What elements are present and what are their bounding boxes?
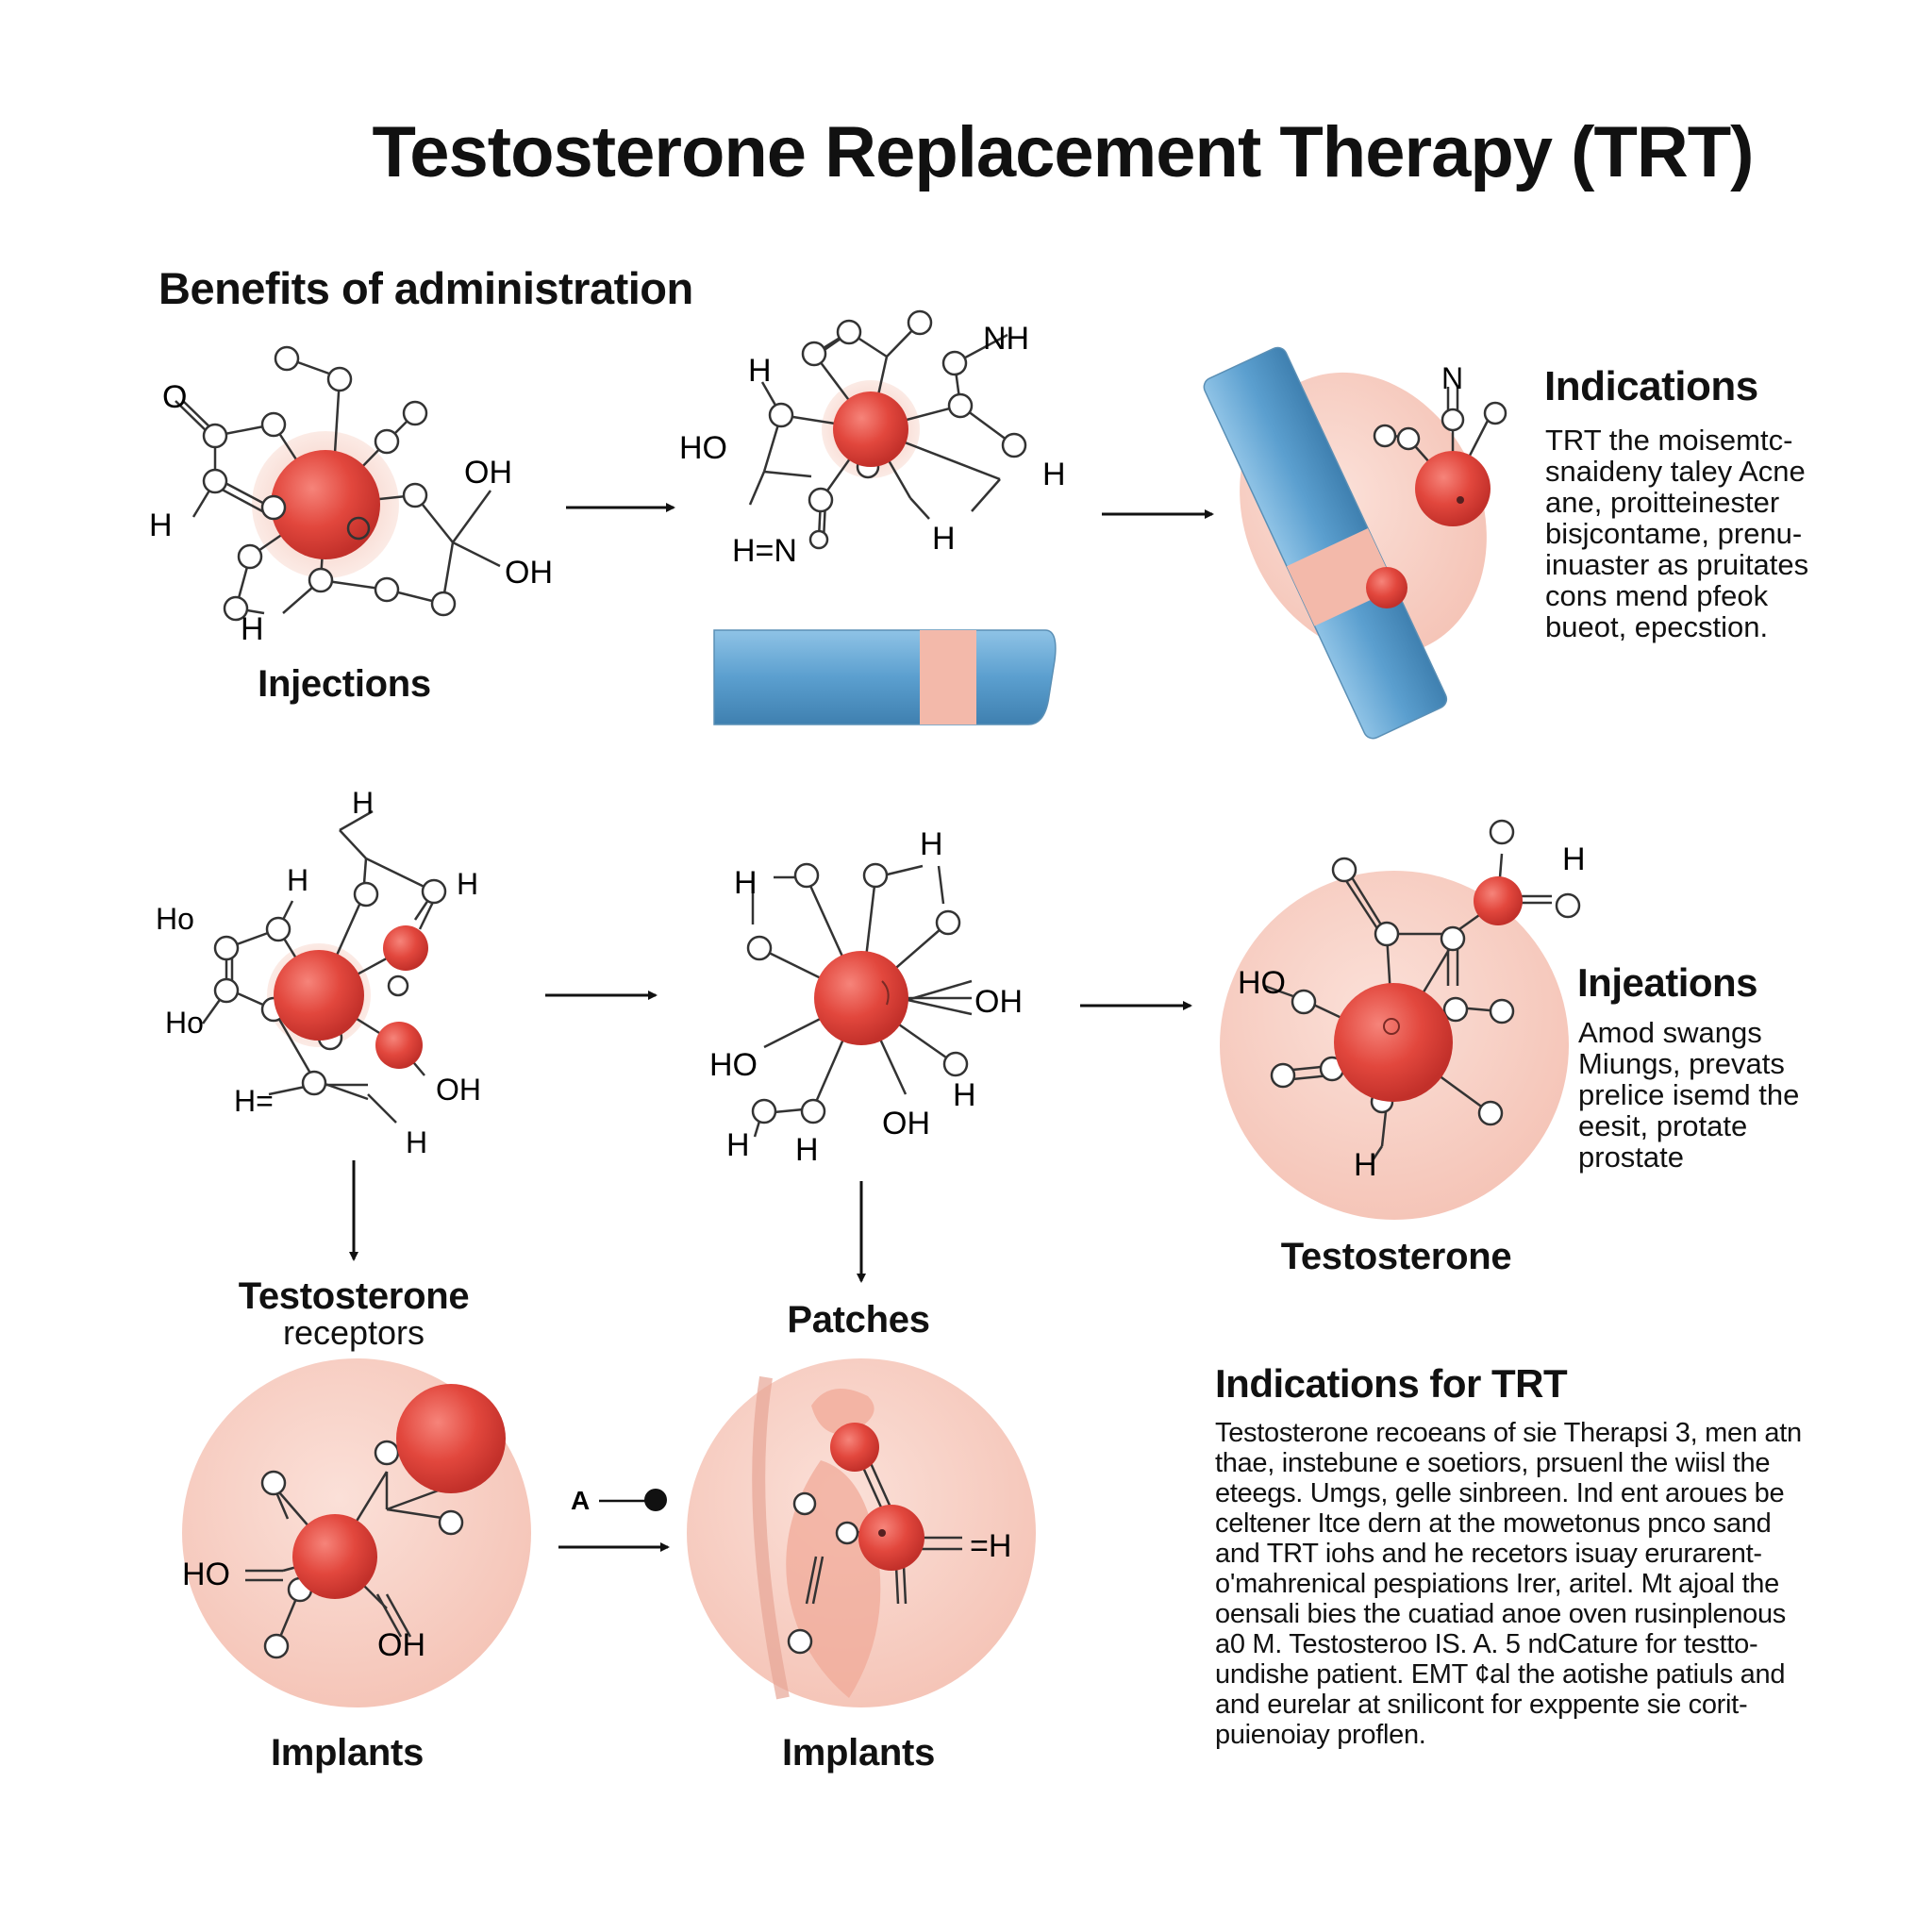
molecule-mid-left: H H Ho H Ho H= OH H — [156, 786, 481, 1159]
atom-label-h: H — [795, 1132, 819, 1168]
page-title: Testosterone Replacement Therapy (TRT) — [372, 112, 1754, 192]
atom-label-o: O — [162, 379, 187, 415]
label-implants-right: Implants — [781, 1732, 936, 1774]
atom-label-ho: Ho — [156, 902, 194, 936]
atom-label-h: H — [953, 1077, 976, 1113]
atom-label-ho: HO — [679, 430, 727, 466]
text-line: prostate — [1578, 1141, 1685, 1174]
text-line: snaideny taley Acne — [1545, 455, 1806, 488]
injeations-text: Amod swangs Miungs, prevats prelice isem… — [1578, 1017, 1799, 1173]
atom-label-oh: OH — [505, 555, 553, 591]
arrow-with-marker: A — [558, 1486, 670, 1552]
text-line: bueot, epecstion. — [1545, 610, 1769, 643]
heading-indications-for-trt: Indications for TRT — [1215, 1361, 1568, 1406]
text-line: thae, instebune e soetiors, prsuenl the … — [1215, 1448, 1771, 1478]
atom-label-h: H — [406, 1125, 427, 1159]
label-implants-left: Implants — [270, 1732, 425, 1774]
atom-label-h: H — [1562, 841, 1586, 877]
atom-label-ho: Ho — [165, 1006, 204, 1040]
marker-label-a: A — [571, 1486, 590, 1515]
atom-label-oh: OH — [377, 1627, 425, 1663]
text-line: puienoiay proflen. — [1215, 1720, 1426, 1750]
atom-label-ho: HO — [709, 1047, 758, 1083]
text-line: undishe patient. EMT ¢al the aotishe pat… — [1215, 1659, 1786, 1690]
atom-label-h: H — [734, 865, 758, 901]
atom-label-oh: OH — [464, 455, 512, 491]
indications-text: TRT the moisemtc- snaideny taley Acne an… — [1545, 425, 1808, 642]
text-line: bisjcontame, prenu- — [1545, 517, 1803, 550]
molecule-mid-center: H H OH HO H OH H H — [709, 826, 1023, 1168]
atom-label-nh: NH — [983, 321, 1029, 357]
atom-label-h: H — [352, 786, 374, 820]
atom-label-h: H — [1042, 457, 1066, 492]
atom-label-hn: H=N — [732, 533, 797, 569]
indications-trt-text: Testosterone recoeans of sie Therapsi 3,… — [1215, 1418, 1802, 1750]
section-heading-benefits: Benefits of administration — [158, 263, 693, 313]
atom-label-oh: OH — [882, 1106, 930, 1141]
label-injections: Injections — [258, 663, 431, 705]
atom-label-h: H — [726, 1127, 750, 1163]
atom-label-ho: HO — [182, 1557, 230, 1592]
atom-label-h: H — [920, 826, 943, 862]
text-line: o'mahrenical pespiations Irer, aritel. M… — [1215, 1569, 1779, 1599]
molecule-injections: O OH OH H H — [149, 345, 553, 647]
heading-indications: Indications — [1544, 363, 1758, 409]
atom-label-h: =H — [970, 1528, 1011, 1564]
atom-label-h: H — [241, 611, 264, 647]
text-line: celtener Itce dern at the mowetonus pnco… — [1215, 1508, 1772, 1539]
atom-label-oh: OH — [974, 984, 1023, 1020]
text-line: TRT the moisemtc- — [1545, 424, 1793, 457]
atom-label-ho: HO — [1238, 965, 1286, 1001]
tube-diagonal-illustration: N — [1203, 346, 1507, 740]
atom-label-h: H — [287, 863, 308, 897]
text-line: Testosterone recoeans of sie Therapsi 3,… — [1215, 1418, 1802, 1448]
text-line: and eurelar at snilicont for exppente si… — [1215, 1690, 1748, 1720]
atom-label-oh: OH — [436, 1073, 481, 1107]
text-line: and TRT iohs and he recetors isuay erura… — [1215, 1539, 1762, 1569]
implant-disc-right: =H — [687, 1358, 1036, 1707]
text-line: eteegs. Umgs, gelle sinbreen. Ind ent ar… — [1215, 1478, 1785, 1508]
label-testosterone: Testosterone — [1280, 1236, 1512, 1277]
label-patches: Patches — [787, 1299, 930, 1341]
label-testosterone-receptors-sub: receptors — [282, 1313, 425, 1352]
molecule-top-center: NH H HO H H=N H — [679, 309, 1066, 569]
tube-horizontal — [713, 629, 1057, 725]
heading-injeations: Injeations — [1577, 960, 1758, 1005]
atom-label-h: H= — [234, 1084, 274, 1118]
testosterone-disc: H HO H — [1220, 819, 1586, 1220]
implant-disc-left: HO OH — [182, 1358, 531, 1707]
atom-label-h: H — [1354, 1147, 1377, 1183]
atom-label-h: H — [457, 867, 478, 901]
text-line: ane, proitteinester — [1545, 486, 1780, 519]
text-line: inuaster as pruitates — [1545, 548, 1809, 581]
text-line: oensali bies the cuatiad anoe oven rusin… — [1215, 1599, 1787, 1629]
atom-label-n: N — [1441, 361, 1463, 395]
atom-label-h: H — [149, 508, 173, 543]
atom-label-h: H — [748, 353, 772, 389]
text-line: cons mend pfeok — [1545, 579, 1769, 612]
text-line: Miungs, prevats — [1578, 1047, 1785, 1080]
label-testosterone-receptors: Testosterone — [238, 1275, 470, 1317]
text-line: a0 M. Testosteroo IS. A. 5 ndCature for … — [1215, 1629, 1758, 1659]
text-line: Amod swangs — [1578, 1016, 1762, 1049]
atom-label-h: H — [932, 521, 956, 557]
text-line: eesit, protate — [1578, 1109, 1748, 1142]
text-line: prelice isemd the — [1578, 1078, 1800, 1111]
